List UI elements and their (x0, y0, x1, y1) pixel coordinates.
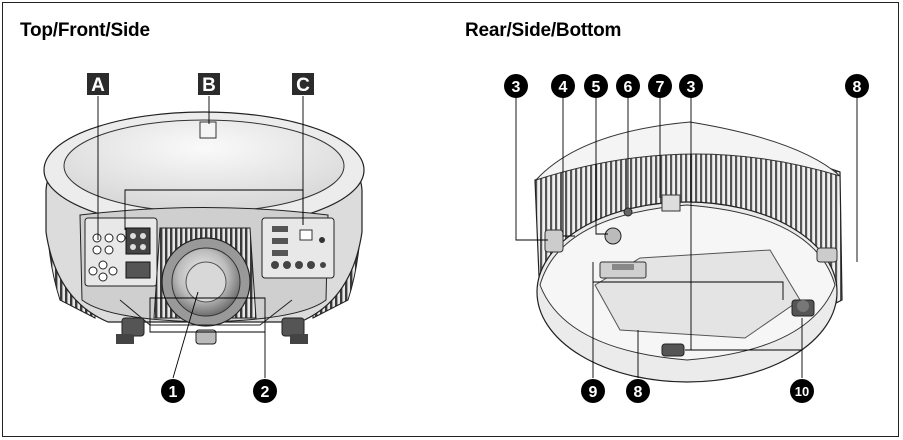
letter-callout-A: A (87, 73, 109, 96)
callout-10-label: 10 (795, 384, 809, 399)
number-callout-8-top: 8 (845, 74, 869, 98)
number-callout-9: 9 (581, 379, 605, 403)
number-callout-7: 7 (648, 74, 672, 98)
letter-callout-C: C (292, 73, 314, 96)
number-callout-3-right: 3 (679, 74, 703, 98)
number-callout-3-left: 3 (504, 74, 528, 98)
letter-C-label: C (296, 75, 310, 96)
number-callout-5: 5 (584, 74, 608, 98)
callout-3b-label: 3 (687, 79, 696, 96)
number-callout-4: 4 (551, 74, 575, 98)
callout-7-label: 7 (656, 79, 665, 96)
projector-front-view (43, 111, 365, 345)
callout-6-label: 6 (624, 79, 633, 96)
leader-lines-right (515, 96, 858, 378)
callout-2-label: 2 (261, 384, 270, 401)
number-callout-6: 6 (616, 74, 640, 98)
callout-8b-label: 8 (634, 384, 643, 401)
letter-callout-B: B (198, 73, 220, 96)
callout-4-label: 4 (559, 79, 568, 96)
callout-5-label: 5 (592, 79, 601, 96)
number-callout-2: 2 (253, 379, 277, 403)
letter-B-label: B (202, 75, 216, 96)
callout-8a-label: 8 (853, 79, 862, 96)
number-callout-1: 1 (161, 379, 185, 403)
number-callout-8-bottom: 8 (626, 379, 650, 403)
projector-rear-view (534, 121, 843, 383)
callout-9-label: 9 (589, 384, 598, 401)
callout-1-label: 1 (169, 384, 178, 401)
letter-A-label: A (91, 75, 105, 96)
leader-lines-left (97, 96, 304, 379)
section-title-top-front-side: Top/Front/Side (20, 20, 150, 41)
section-title-rear-side-bottom: Rear/Side/Bottom (465, 20, 622, 41)
number-callout-10: 10 (790, 379, 814, 403)
callout-3a-label: 3 (512, 79, 521, 96)
